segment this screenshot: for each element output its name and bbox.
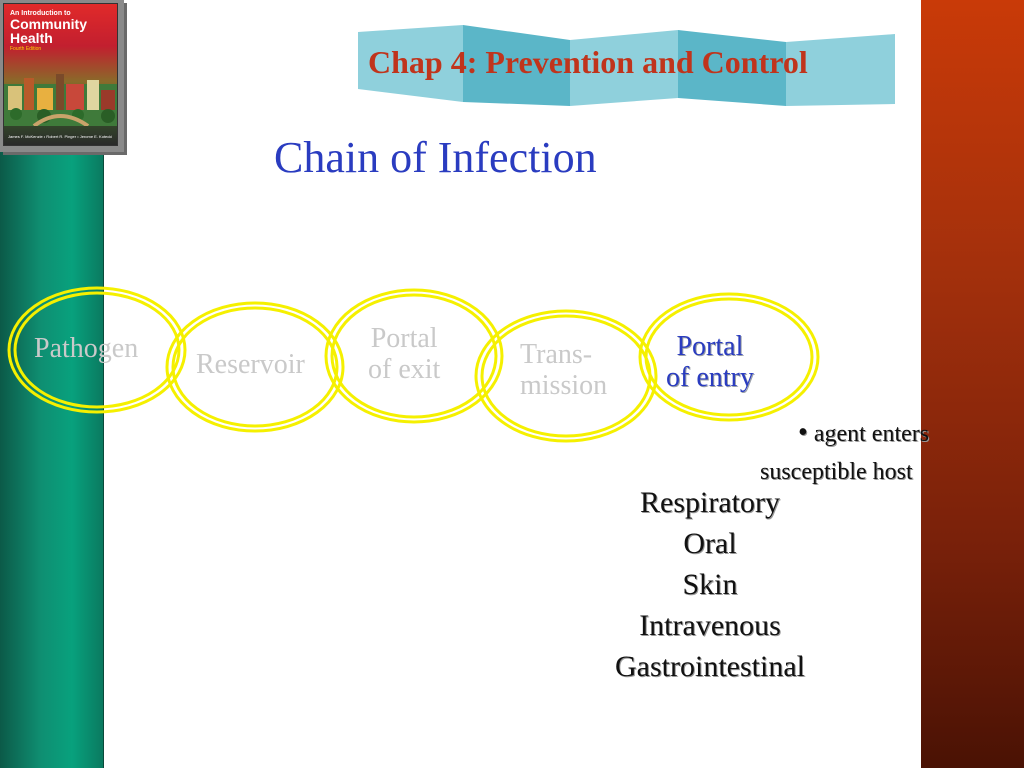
slide-title: Chain of Infection xyxy=(274,133,597,182)
chain-link-4 xyxy=(474,309,658,443)
header-ribbon xyxy=(358,25,895,106)
chain-link-3 xyxy=(324,288,504,424)
entry-item: Skin xyxy=(682,568,738,601)
link-label-pathogen: Pathogen xyxy=(34,333,139,365)
book-small-title: An Introduction to xyxy=(10,10,71,17)
bullet-point: •agent enters susceptible host xyxy=(760,412,990,490)
entry-item: Gastrointestinal xyxy=(615,650,805,683)
portal-entry-list: Respiratory Oral Skin Intravenous Gastro… xyxy=(560,482,860,687)
chain-link-1 xyxy=(7,286,187,414)
link-transmission-line1: Trans- xyxy=(520,339,593,370)
entry-item: Oral xyxy=(683,527,737,560)
link-label-reservoir: Reservoir xyxy=(196,349,305,381)
link-pathogen-text: Pathogen xyxy=(34,333,139,364)
book-cover-image: An Introduction to Community Health Four… xyxy=(0,0,124,152)
chain-link-2 xyxy=(165,301,345,433)
book-cover: An Introduction to Community Health Four… xyxy=(3,3,118,146)
entry-item: Intravenous xyxy=(639,609,781,642)
link-portal-entry-line2: of entry xyxy=(666,361,754,393)
entry-item: Respiratory xyxy=(640,486,780,519)
chain-link-5 xyxy=(638,292,820,422)
bullet-line2: susceptible host xyxy=(760,459,913,485)
book-title: An Introduction to Community Health Four… xyxy=(10,10,114,52)
link-portal-exit-line1: Portal xyxy=(370,323,438,354)
link-label-transmission: Trans- mission xyxy=(520,339,608,402)
right-decorative-bar xyxy=(921,0,1024,768)
book-authors: James F. McKenzie • Robert R. Pinger • J… xyxy=(8,134,113,139)
link-reservoir-text: Reservoir xyxy=(196,349,305,380)
link-portal-exit-line2: of exit xyxy=(368,353,441,385)
book-big-title-1: Community xyxy=(10,16,87,32)
link-label-portal-exit: Portal of exit xyxy=(368,323,441,386)
link-transmission-line2: mission xyxy=(520,369,608,401)
bullet-line1: agent enters xyxy=(813,421,930,447)
link-label-portal-entry: Portal of entry xyxy=(666,331,754,394)
book-big-title-2: Health xyxy=(10,30,53,46)
cityscape-illustration xyxy=(4,74,117,126)
bullet-dot-icon: • xyxy=(798,417,808,448)
book-edition: Fourth Edition xyxy=(10,46,42,52)
chain-of-infection-diagram xyxy=(7,286,820,443)
link-portal-entry-line1: Portal xyxy=(676,331,744,362)
chapter-title: Chap 4: Prevention and Control xyxy=(368,44,808,80)
